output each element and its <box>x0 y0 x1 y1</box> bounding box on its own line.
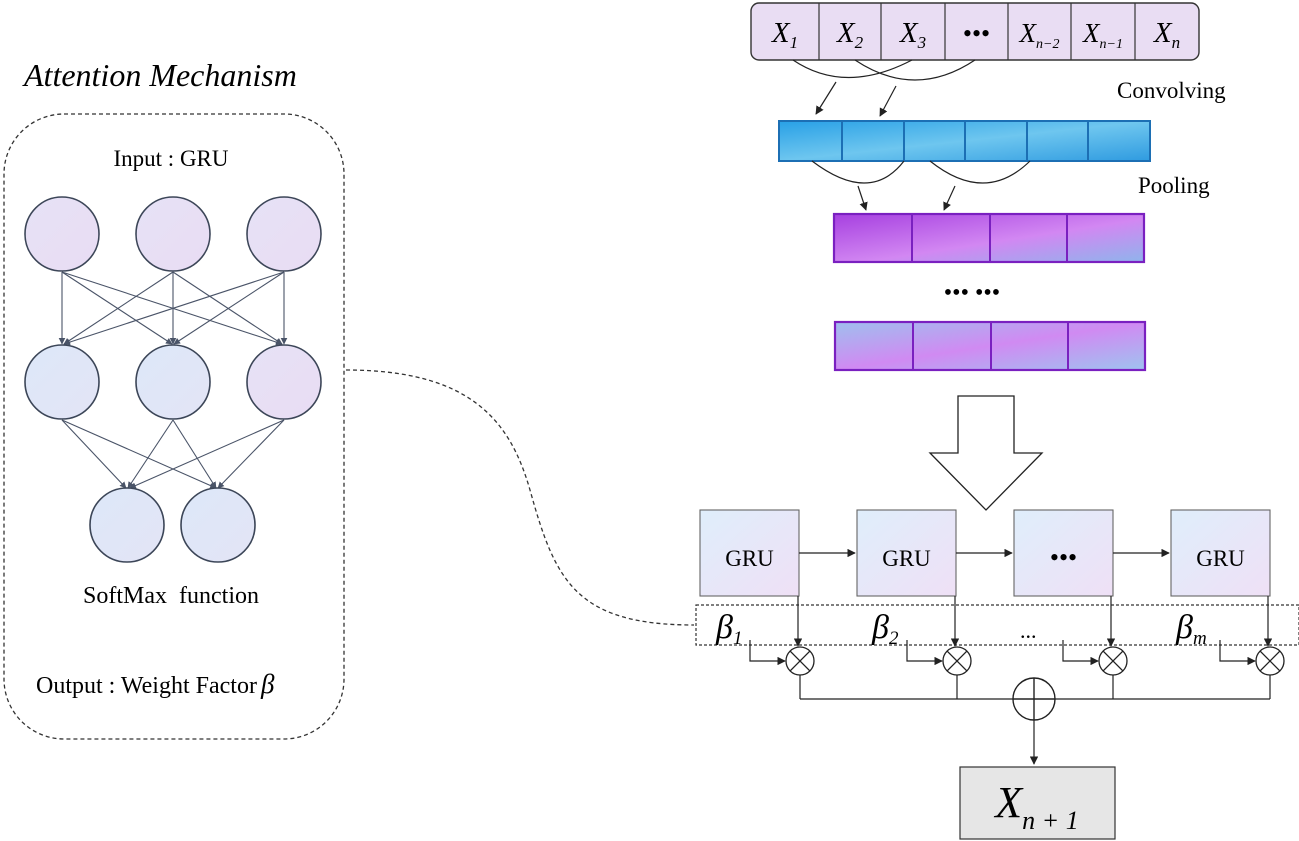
convolving-arcs <box>792 59 976 117</box>
input-cell-3: X3 <box>899 17 926 52</box>
gru-label: GRU <box>882 546 931 571</box>
multiply-node-2 <box>942 646 972 676</box>
gru-box-3: ••• <box>1013 509 1114 597</box>
input-cell-7: Xn <box>1153 17 1180 52</box>
beta-label-2: β2 <box>871 609 899 649</box>
gru-box-4: GRU <box>1170 509 1271 597</box>
output-box <box>959 766 1116 840</box>
input-cell-6: Xn−1 <box>1082 18 1123 52</box>
mult-wire-4 <box>1219 596 1273 666</box>
attention-box <box>3 113 345 740</box>
pool-layer-1 <box>832 212 1146 264</box>
beta-row <box>695 604 1299 646</box>
convolving-label: Convolving <box>1117 78 1226 103</box>
hidden-node-3 <box>246 344 322 420</box>
softmax-node-2 <box>180 487 256 563</box>
mid-ellipsis: ••• ••• <box>944 280 1000 306</box>
attention-connections <box>58 271 288 489</box>
beta-label-3: ... <box>1020 618 1037 643</box>
gru-box-1: GRU <box>699 509 800 597</box>
pooling-arcs <box>811 160 1031 211</box>
hidden-node-1 <box>24 344 100 420</box>
gru-label: ••• <box>1050 543 1077 572</box>
mult-wire-3 <box>1062 596 1116 666</box>
input-node-1 <box>24 196 100 272</box>
beta-label-4: βm <box>1175 609 1207 649</box>
input-cell-4: ••• <box>963 19 990 48</box>
gru-row: GRU GRU ••• GRU <box>699 509 1271 597</box>
softmax-label: SoftMax function <box>83 583 259 609</box>
gru-label: GRU <box>725 546 774 571</box>
multiply-node-4 <box>1255 646 1285 676</box>
mult-wire-2 <box>906 596 960 666</box>
down-arrow <box>928 395 1044 511</box>
multiply-node-1 <box>785 646 815 676</box>
input-node-2 <box>135 196 211 272</box>
gru-label: GRU <box>1196 546 1245 571</box>
input-cell-5: Xn−2 <box>1019 18 1060 52</box>
input-cell-1: X1 <box>771 17 798 52</box>
sum-node <box>1012 677 1056 721</box>
beta-label-1: β1 <box>715 609 742 649</box>
input-sequence: X1 X2 X3 ••• Xn−2 Xn−1 Xn <box>750 2 1200 61</box>
gru-box-2: GRU <box>856 509 957 597</box>
input-label: Input : GRU <box>114 146 229 171</box>
input-node-3 <box>246 196 322 272</box>
mult-wire-1 <box>749 596 803 666</box>
hidden-node-2 <box>135 344 211 420</box>
attention-link-curve <box>345 369 695 626</box>
pooling-label: Pooling <box>1138 173 1210 198</box>
attention-title: Attention Mechanism <box>22 57 297 93</box>
softmax-node-1 <box>89 487 165 563</box>
output-symbol: Xn + 1 <box>993 778 1078 835</box>
pool-layer-2 <box>833 320 1147 372</box>
multiply-node-3 <box>1098 646 1128 676</box>
input-cell-2: X2 <box>836 17 864 52</box>
conv-layer <box>778 120 1151 162</box>
attention-nodes <box>24 196 322 563</box>
